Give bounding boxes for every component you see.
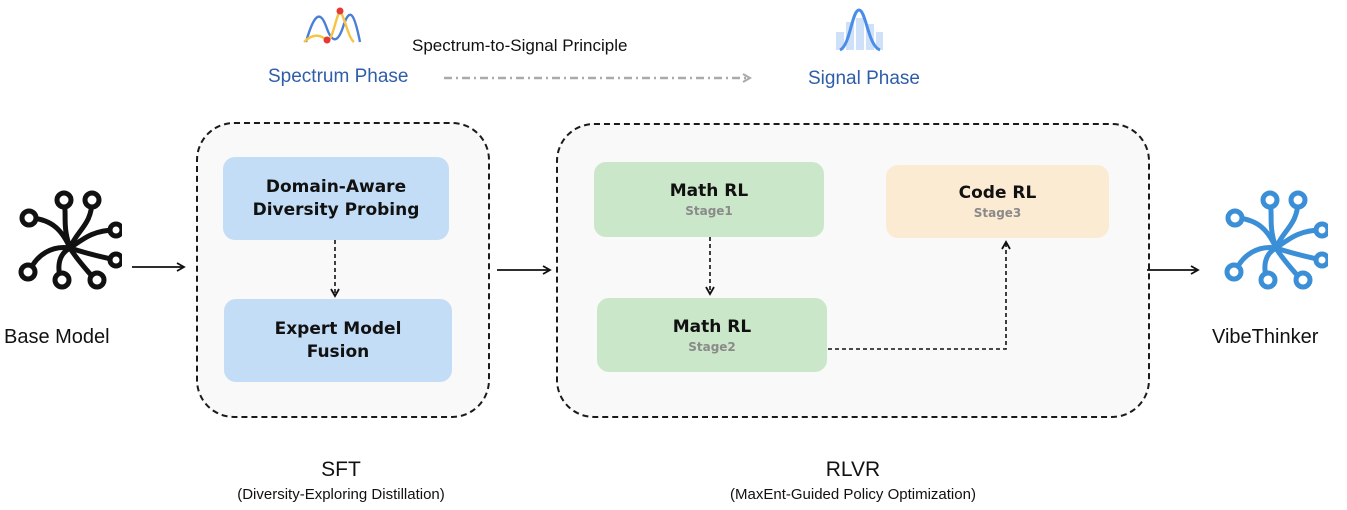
vibethinker-icon <box>1218 190 1331 290</box>
diversity-probing-box: Domain-Aware Diversity Probing <box>223 157 449 240</box>
spectrum-phase-label: Spectrum Phase <box>268 66 409 87</box>
expert-fusion-title: Expert Model Fusion <box>274 318 402 362</box>
math-rl-stage1-box: Math RL Stage1 <box>594 162 824 237</box>
vibethinker-label: VibeThinker <box>1212 326 1319 348</box>
math-rl-stage1-title: Math RL <box>669 181 749 201</box>
rlvr-title: RLVR <box>825 458 881 481</box>
math-rl-stage2-box: Math RL Stage2 <box>597 298 827 372</box>
stage2-to-stage3-arrow <box>828 240 1011 350</box>
base-model-icon <box>12 190 125 290</box>
math-rl-stage2-title: Math RL <box>672 316 752 337</box>
sft-title: SFT <box>321 458 361 481</box>
rlvr-subtitle: (MaxEnt-Guided Policy Optimization) <box>730 486 976 503</box>
diversity-probing-title: Domain-Aware Diversity Probing <box>252 176 420 220</box>
code-rl-stage3-stage: Stage3 <box>973 206 1022 220</box>
principle-label: Spectrum-to-Signal Principle <box>412 36 628 55</box>
base-model-label: Base Model <box>4 326 110 348</box>
code-rl-stage3-box: Code RL Stage3 <box>886 165 1109 238</box>
signal-bell-curve-icon <box>832 6 884 52</box>
sft-subtitle: (Diversity-Exploring Distillation) <box>237 486 445 503</box>
expert-fusion-box: Expert Model Fusion <box>224 299 452 382</box>
signal-phase-label: Signal Phase <box>808 68 920 89</box>
math-rl-stage2-stage: Stage2 <box>688 339 736 354</box>
spectrum-wave-icon <box>300 4 362 48</box>
math-rl-stage1-stage: Stage1 <box>685 204 733 218</box>
code-rl-stage3-title: Code RL <box>958 183 1037 203</box>
